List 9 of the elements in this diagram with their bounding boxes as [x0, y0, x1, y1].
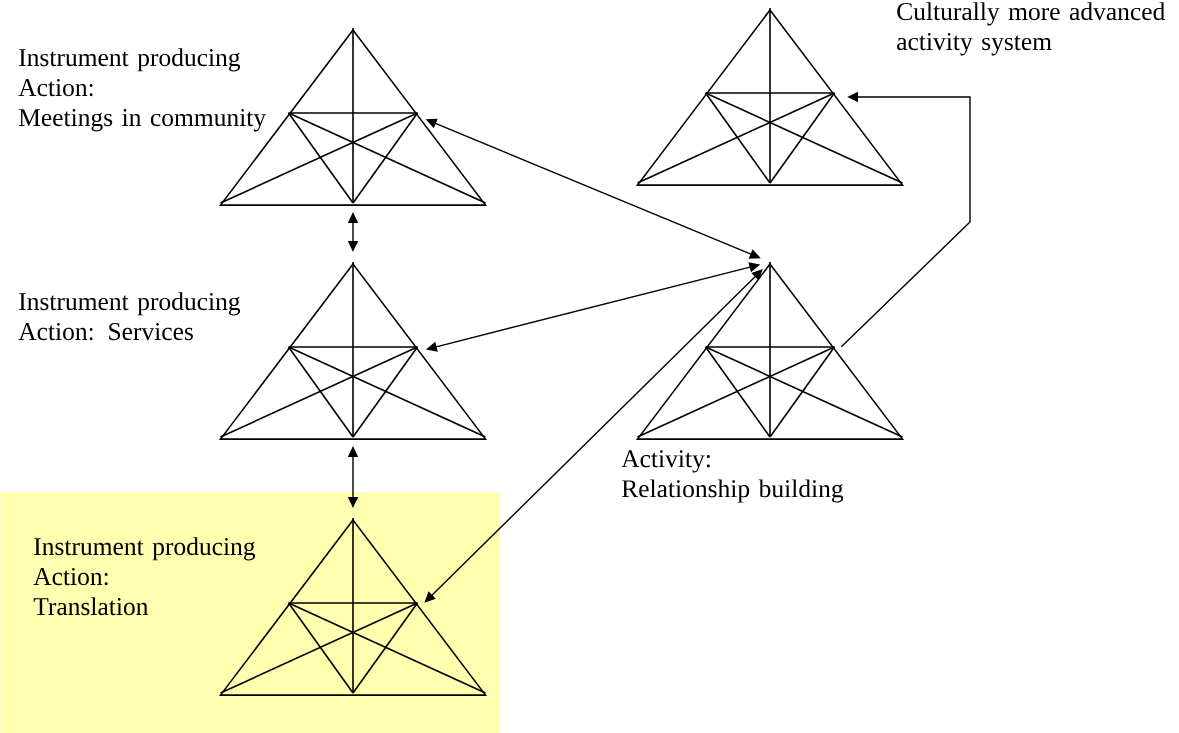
- node-label: Culturally more advanced activity system: [897, 2, 1165, 56]
- activity-triangle: Culturally more advanced activity system: [635, 2, 1165, 186]
- node-label: Meetings in community: [18, 109, 267, 132]
- node-label: Relationship building: [621, 479, 844, 503]
- highlight-panel: Instrument producing Action: Translation: [0, 492, 501, 733]
- node-label: Instrument producing Action: Services: [18, 292, 241, 341]
- node-label: Instrument producing Action:: [18, 48, 241, 97]
- node-label: Activity:: [621, 450, 710, 473]
- arrow: [424, 269, 763, 603]
